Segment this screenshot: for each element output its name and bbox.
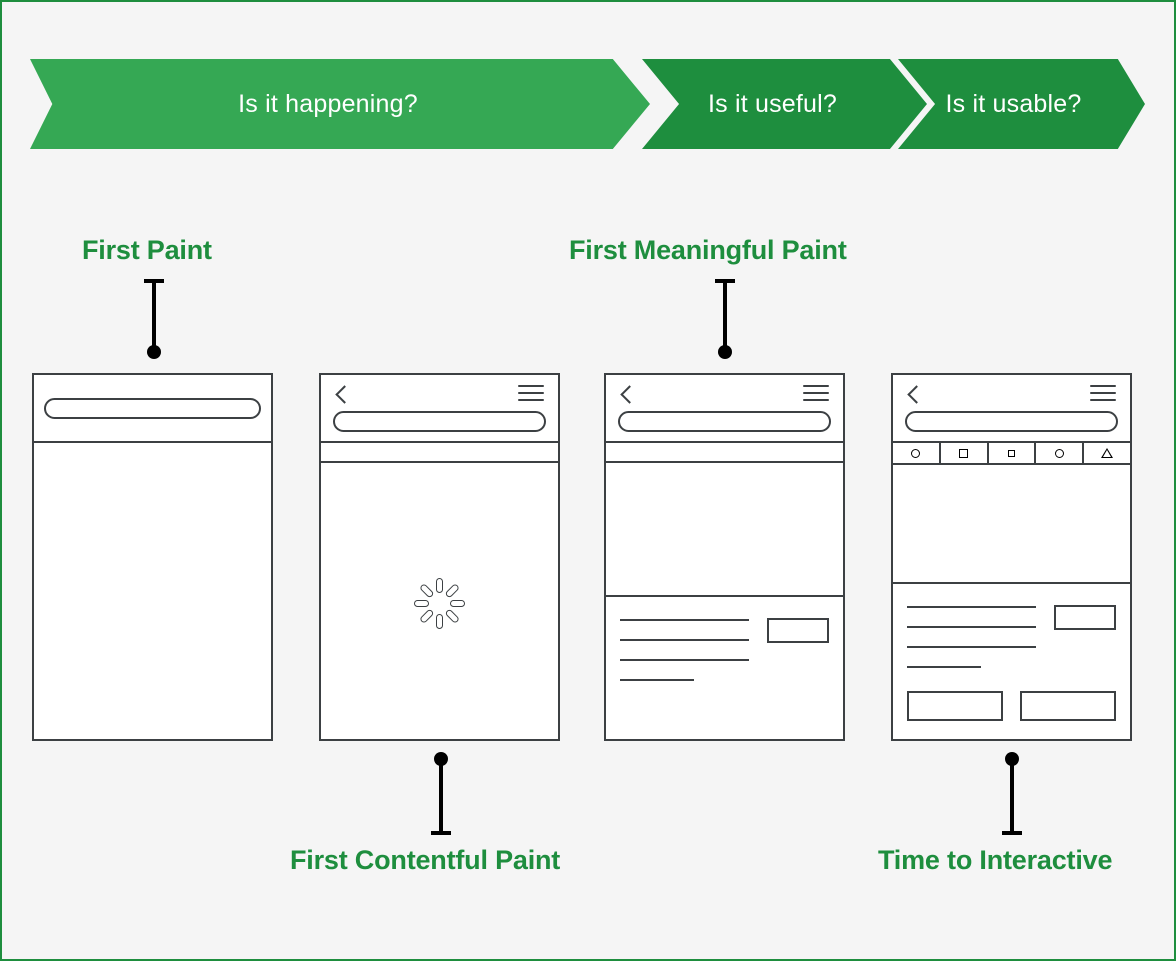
phase-banner: Is it happening? Is it useful? Is it usa… (30, 59, 1145, 149)
toolbar-cell-3[interactable] (989, 443, 1037, 463)
hamburger-bar (1090, 392, 1116, 394)
connector-stem (152, 279, 156, 354)
phone-secondary-strip (606, 443, 843, 463)
spinner-spoke (418, 608, 435, 625)
toolbar-cell-2[interactable] (941, 443, 989, 463)
phase-segment-label: Is it useful? (707, 89, 838, 118)
phone-header-icons (893, 383, 1130, 407)
phone-mockup-time-to-interactive (891, 373, 1132, 741)
content-thumbnail-box (1054, 605, 1116, 630)
phone-mockup-first-paint (32, 373, 273, 741)
action-button-right[interactable] (1020, 691, 1116, 721)
phone-body (893, 465, 1130, 739)
action-button-row (907, 691, 1116, 721)
square-icon (959, 448, 969, 458)
hamburger-bar (803, 385, 829, 387)
connector-stem (1010, 757, 1014, 835)
phone-header (321, 375, 558, 443)
connector-time-to-interactive (1000, 752, 1024, 835)
spinner-spoke (418, 583, 435, 599)
spinner-spoke (444, 608, 461, 625)
connector-stem (439, 757, 443, 835)
spinner-spoke (436, 614, 443, 630)
connector-stem (723, 279, 727, 354)
connector-first-contentful-paint (429, 752, 453, 835)
phone-header (893, 375, 1130, 443)
connector-dot (147, 345, 161, 359)
square-small-icon (1007, 449, 1015, 457)
spinner-spoke (414, 600, 429, 608)
hamburger-bar (518, 392, 544, 394)
phone-content-area (606, 597, 843, 739)
circle-icon (1054, 448, 1064, 458)
connector-dot (718, 345, 732, 359)
toolbar-cell-5[interactable] (1084, 443, 1130, 463)
toolbar-cell-1[interactable] (893, 443, 941, 463)
hamburger-bar (803, 392, 829, 394)
hamburger-bar (518, 385, 544, 387)
spinner-spoke (436, 578, 443, 594)
address-bar-pill[interactable] (905, 411, 1118, 432)
phase-segment-label: Is it usable? (945, 89, 1082, 118)
phone-mockup-first-meaningful-paint (604, 373, 845, 741)
address-bar-pill[interactable] (618, 411, 831, 432)
phone-hero-area (606, 463, 843, 597)
phone-body-blank (34, 443, 271, 739)
connector-cap (1002, 831, 1022, 835)
phone-mockup-first-contentful-paint (319, 373, 560, 741)
phone-body (606, 463, 843, 739)
spinner-spoke (444, 583, 461, 599)
phone-header (34, 375, 271, 443)
hamburger-bar (1090, 385, 1116, 387)
phase-segment-is-it-happening[interactable]: Is it happening? (30, 59, 650, 149)
triangle-icon (1101, 448, 1114, 458)
metric-label-first-paint: First Paint (82, 235, 212, 265)
phase-segment-label: Is it happening? (238, 89, 418, 118)
metric-label-first-meaningful-paint: First Meaningful Paint (569, 235, 847, 265)
back-chevron-icon[interactable] (335, 385, 346, 405)
phone-header-icons (321, 383, 558, 407)
content-thumbnail-box (767, 618, 829, 643)
hamburger-bar (1090, 399, 1116, 401)
address-bar-pill[interactable] (44, 397, 261, 419)
text-line (907, 626, 1036, 628)
text-line-short (907, 666, 981, 668)
text-line (620, 639, 749, 641)
text-line (620, 619, 749, 621)
connector-first-paint (142, 279, 166, 359)
connector-cap (431, 831, 451, 835)
metric-label-first-contentful-paint: First Contentful Paint (290, 845, 561, 875)
connector-first-meaningful-paint (713, 279, 737, 359)
phase-segment-is-it-usable[interactable]: Is it usable? (898, 59, 1145, 149)
text-line-group (907, 606, 1036, 668)
hamburger-menu-icon[interactable] (1090, 385, 1116, 403)
hamburger-menu-icon[interactable] (803, 385, 829, 403)
hamburger-bar (803, 399, 829, 401)
text-line-group (620, 619, 749, 681)
phase-segment-is-it-useful[interactable]: Is it useful? (642, 59, 927, 149)
phone-icon-toolbar (893, 443, 1130, 465)
back-chevron-icon[interactable] (620, 385, 631, 405)
spinner-spoke (450, 600, 465, 608)
phone-content-area (893, 584, 1130, 739)
hamburger-menu-icon[interactable] (518, 385, 544, 403)
action-button-left[interactable] (907, 691, 1003, 721)
phone-secondary-strip (321, 443, 558, 463)
text-line (620, 659, 749, 661)
hamburger-bar (518, 399, 544, 401)
phone-body-loading (321, 463, 558, 739)
loading-spinner-icon (413, 577, 467, 631)
text-line-short (620, 679, 694, 681)
text-line (907, 606, 1036, 608)
metric-label-time-to-interactive: Time to Interactive (878, 845, 1113, 875)
circle-icon (911, 448, 921, 458)
phone-header (606, 375, 843, 443)
address-bar-pill[interactable] (333, 411, 546, 432)
text-line (907, 646, 1036, 648)
toolbar-cell-4[interactable] (1036, 443, 1085, 463)
back-chevron-icon[interactable] (907, 385, 918, 405)
phone-header-icons (606, 383, 843, 407)
phone-hero-area (893, 465, 1130, 584)
